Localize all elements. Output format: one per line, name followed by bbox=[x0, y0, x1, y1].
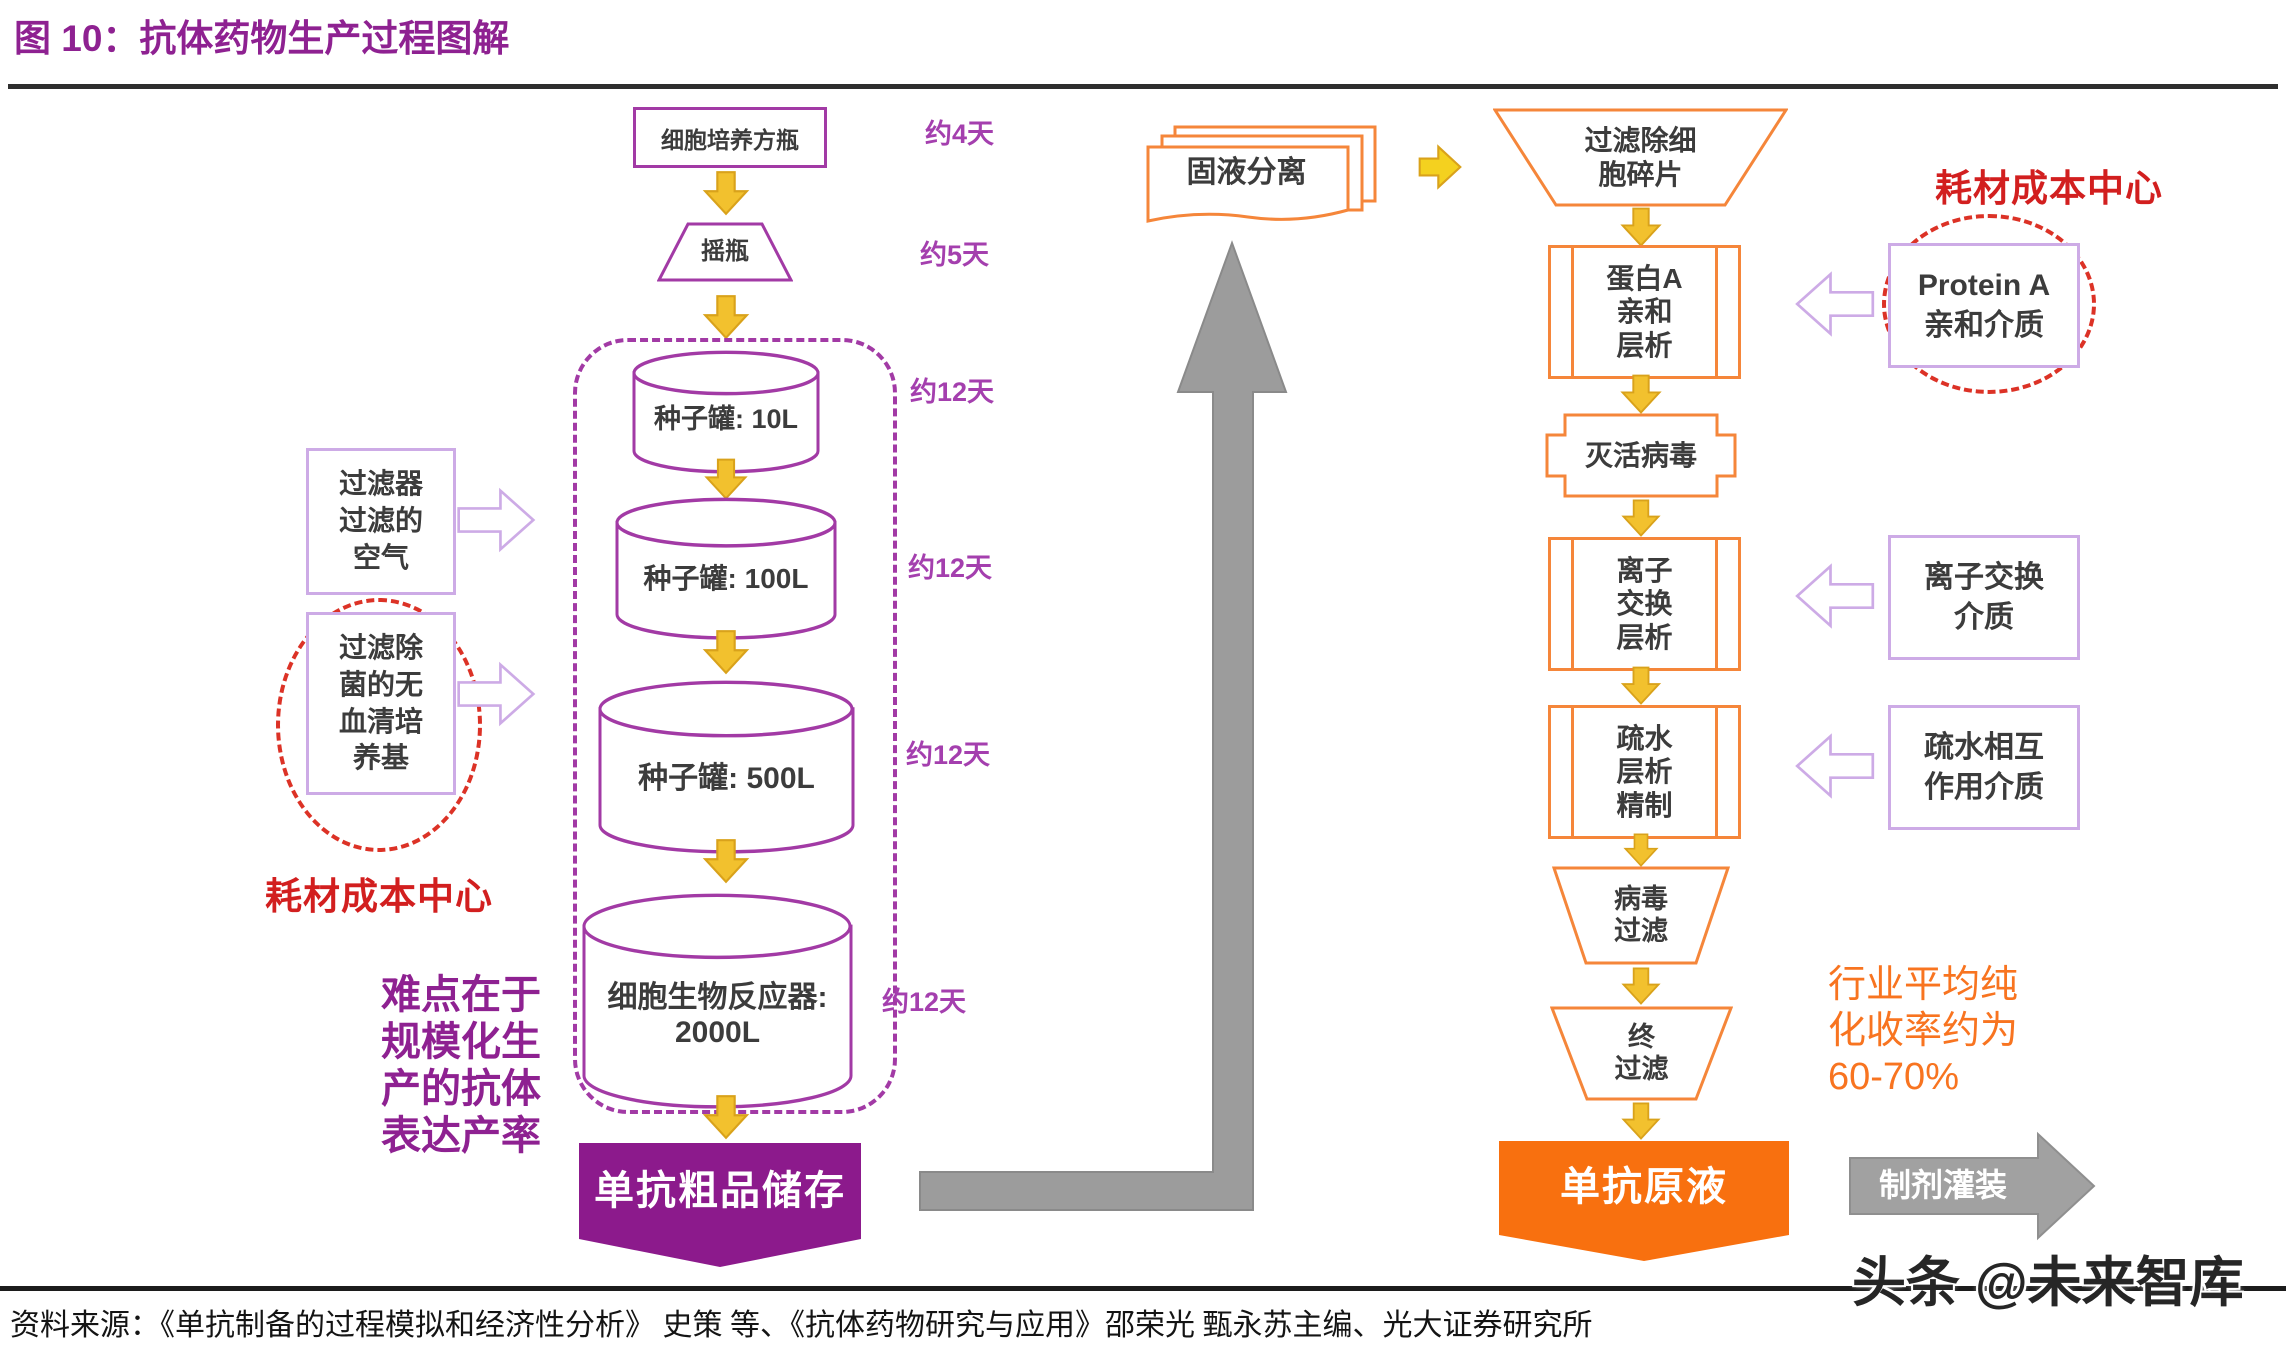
note-hydrophobic-media-box: 疏水相互 作用介质 bbox=[1888, 705, 2080, 830]
note-filtered-air-box: 过滤器 过滤的 空气 bbox=[306, 448, 456, 595]
filter-cell-debris-funnel-shape bbox=[1493, 108, 1788, 207]
node-shake-flask-label: 摇瓶 bbox=[701, 237, 749, 265]
node-bioreactor: 细胞生物反应器: 2000L bbox=[582, 893, 853, 1109]
title-divider bbox=[8, 84, 2278, 89]
node-filter-cell-debris-label: 过滤除细 胞碎片 bbox=[1584, 125, 1697, 190]
arrow-right-icon bbox=[456, 482, 536, 558]
node-crude-mab-storage: 单抗粗品储存 bbox=[578, 1142, 862, 1268]
gray-elbow-up-arrow bbox=[919, 240, 1288, 1211]
final-filtration-funnel-shape bbox=[1550, 1006, 1733, 1101]
shake-flask-trapezoid-shape bbox=[657, 222, 793, 282]
arrow-right-yellow-icon bbox=[1418, 134, 1462, 200]
consumable-highlight-ellipse bbox=[276, 598, 482, 852]
node-seed-tank-500l-label: 种子罐: 500L bbox=[638, 762, 815, 796]
arrow-down-icon bbox=[700, 1094, 752, 1140]
virus-filtration-funnel-shape bbox=[1552, 866, 1730, 965]
node-bioreactor-label: 细胞生物反应器: 2000L bbox=[607, 980, 828, 1049]
node-seed-tank-10l-label: 种子罐: 10L bbox=[653, 404, 799, 435]
node-seed-tank-500l: 种子罐: 500L bbox=[598, 680, 855, 854]
node-ion-exchange-chromatography: 离子 交换 层析 bbox=[1548, 537, 1741, 671]
node-hydrophobic-chromatography-label: 疏水 层析 精制 bbox=[1616, 722, 1673, 821]
arrow-left-icon bbox=[1785, 560, 1885, 632]
arrow-down-icon bbox=[1615, 833, 1667, 867]
note-ion-exchange-media-box: 离子交换 介质 bbox=[1888, 535, 2080, 660]
note-hydrophobic-media-label: 疏水相互 作用介质 bbox=[1924, 730, 2044, 804]
node-final-filtration-label: 终 过滤 bbox=[1614, 1021, 1669, 1084]
node-virus-inactivation: 灭活病毒 bbox=[1545, 413, 1737, 498]
cost-center-note-right: 耗材成本中心 bbox=[1935, 168, 2163, 209]
yield-note: 行业平均纯 化收率约为 60-70% bbox=[1828, 964, 2019, 1098]
page-title: 图 10：抗体药物生产过程图解 bbox=[14, 18, 510, 59]
node-seed-tank-100l: 种子罐: 100L bbox=[615, 497, 837, 640]
duration-tank100: 约12天 bbox=[908, 553, 993, 583]
node-mab-bulk-solution-label: 单抗原液 bbox=[1560, 1165, 1728, 1210]
node-virus-filtration: 病毒 过滤 bbox=[1552, 866, 1730, 965]
arrow-down-icon bbox=[1615, 1102, 1667, 1140]
arrow-down-icon bbox=[1615, 499, 1667, 537]
node-mab-bulk-solution: 单抗原液 bbox=[1498, 1140, 1790, 1262]
node-protein-a-chromatography-label: 蛋白A 亲和 层析 bbox=[1606, 262, 1683, 361]
seed-tank-100l-cylinder-shape bbox=[615, 497, 837, 640]
node-hydrophobic-chromatography: 疏水 层析 精制 bbox=[1548, 705, 1741, 839]
arrow-down-icon bbox=[700, 168, 752, 218]
seed-tank-500l-cylinder-shape bbox=[598, 680, 855, 854]
node-ion-exchange-chromatography-label: 离子 交换 层析 bbox=[1616, 554, 1673, 653]
node-culture-flask: 细胞培养方瓶 bbox=[633, 107, 827, 168]
solid-liquid-separation-papers-shape bbox=[1146, 125, 1377, 223]
note-protein-a-media-label: Protein A 亲和介质 bbox=[1917, 268, 2051, 342]
node-filter-cell-debris: 过滤除细 胞碎片 bbox=[1493, 108, 1788, 207]
arrow-down-icon bbox=[1615, 207, 1667, 247]
node-protein-a-chromatography: 蛋白A 亲和 层析 bbox=[1548, 245, 1741, 379]
mab-bulk-solution-banner-shape bbox=[1499, 1141, 1789, 1261]
node-solid-liquid-separation: 固液分离 bbox=[1145, 125, 1380, 235]
node-solid-liquid-separation-label: 固液分离 bbox=[1186, 156, 1307, 190]
node-virus-filtration-label: 病毒 过滤 bbox=[1614, 883, 1668, 946]
node-fill-finish-label: 制剂灌装 bbox=[1878, 1167, 2007, 1204]
arrow-right-icon bbox=[456, 656, 536, 732]
virus-inactivation-plaque-shape bbox=[1545, 413, 1737, 498]
difficulty-note: 难点在于 规模化生 产的抗体 表达产率 bbox=[381, 973, 541, 1158]
arrow-down-icon bbox=[1615, 374, 1667, 414]
arrow-left-icon bbox=[1785, 268, 1885, 340]
duration-tank500: 约12天 bbox=[906, 740, 991, 770]
node-culture-flask-label: 细胞培养方瓶 bbox=[661, 126, 799, 153]
arrow-down-icon bbox=[700, 628, 752, 676]
node-final-filtration: 终 过滤 bbox=[1550, 1006, 1733, 1101]
node-crude-mab-storage-label: 单抗粗品储存 bbox=[594, 1169, 846, 1214]
duration-flask: 约4天 bbox=[925, 119, 995, 149]
note-ion-exchange-media-label: 离子交换 介质 bbox=[1924, 560, 2044, 634]
node-virus-inactivation-label: 灭活病毒 bbox=[1584, 439, 1697, 471]
protein-a-highlight-ellipse bbox=[1882, 214, 2096, 394]
bioreactor-cylinder-shape bbox=[582, 893, 853, 1109]
note-serum-free-medium-box: 过滤除 菌的无 血清培 养基 bbox=[306, 612, 456, 795]
watermark: 头条 @未来智库 bbox=[1852, 1253, 2244, 1313]
seed-tank-10l-cylinder-shape bbox=[632, 350, 820, 474]
duration-shake: 约5天 bbox=[920, 240, 990, 270]
source-citation: 资料来源：《单抗制备的过程模拟和经济性分析》 史策 等、《抗体药物研究与应用》邵… bbox=[10, 1309, 1593, 1342]
cost-center-note-left: 耗材成本中心 bbox=[265, 876, 493, 917]
arrow-down-icon bbox=[1615, 967, 1667, 1005]
note-filtered-air-label: 过滤器 过滤的 空气 bbox=[338, 468, 423, 573]
footer-divider bbox=[0, 1286, 2286, 1291]
fill-finish-arrow-shape bbox=[1849, 1131, 2096, 1241]
arrow-down-icon bbox=[700, 458, 752, 500]
crude-mab-storage-banner-shape bbox=[579, 1143, 861, 1267]
arrow-left-icon bbox=[1785, 730, 1885, 802]
arrow-down-icon bbox=[700, 836, 752, 886]
duration-tank10: 约12天 bbox=[910, 377, 995, 407]
note-serum-free-medium-label: 过滤除 菌的无 血清培 养基 bbox=[338, 631, 423, 774]
arrow-down-icon bbox=[1615, 666, 1667, 705]
node-seed-tank-100l-label: 种子罐: 100L bbox=[643, 562, 809, 594]
note-protein-a-media-box: Protein A 亲和介质 bbox=[1888, 243, 2080, 368]
node-seed-tank-10l: 种子罐: 10L bbox=[632, 350, 820, 474]
node-fill-finish: 制剂灌装 bbox=[1848, 1130, 2098, 1242]
arrow-down-icon bbox=[700, 292, 752, 342]
duration-bioreactor: 约12天 bbox=[882, 987, 967, 1017]
node-shake-flask: 摇瓶 bbox=[657, 222, 793, 282]
